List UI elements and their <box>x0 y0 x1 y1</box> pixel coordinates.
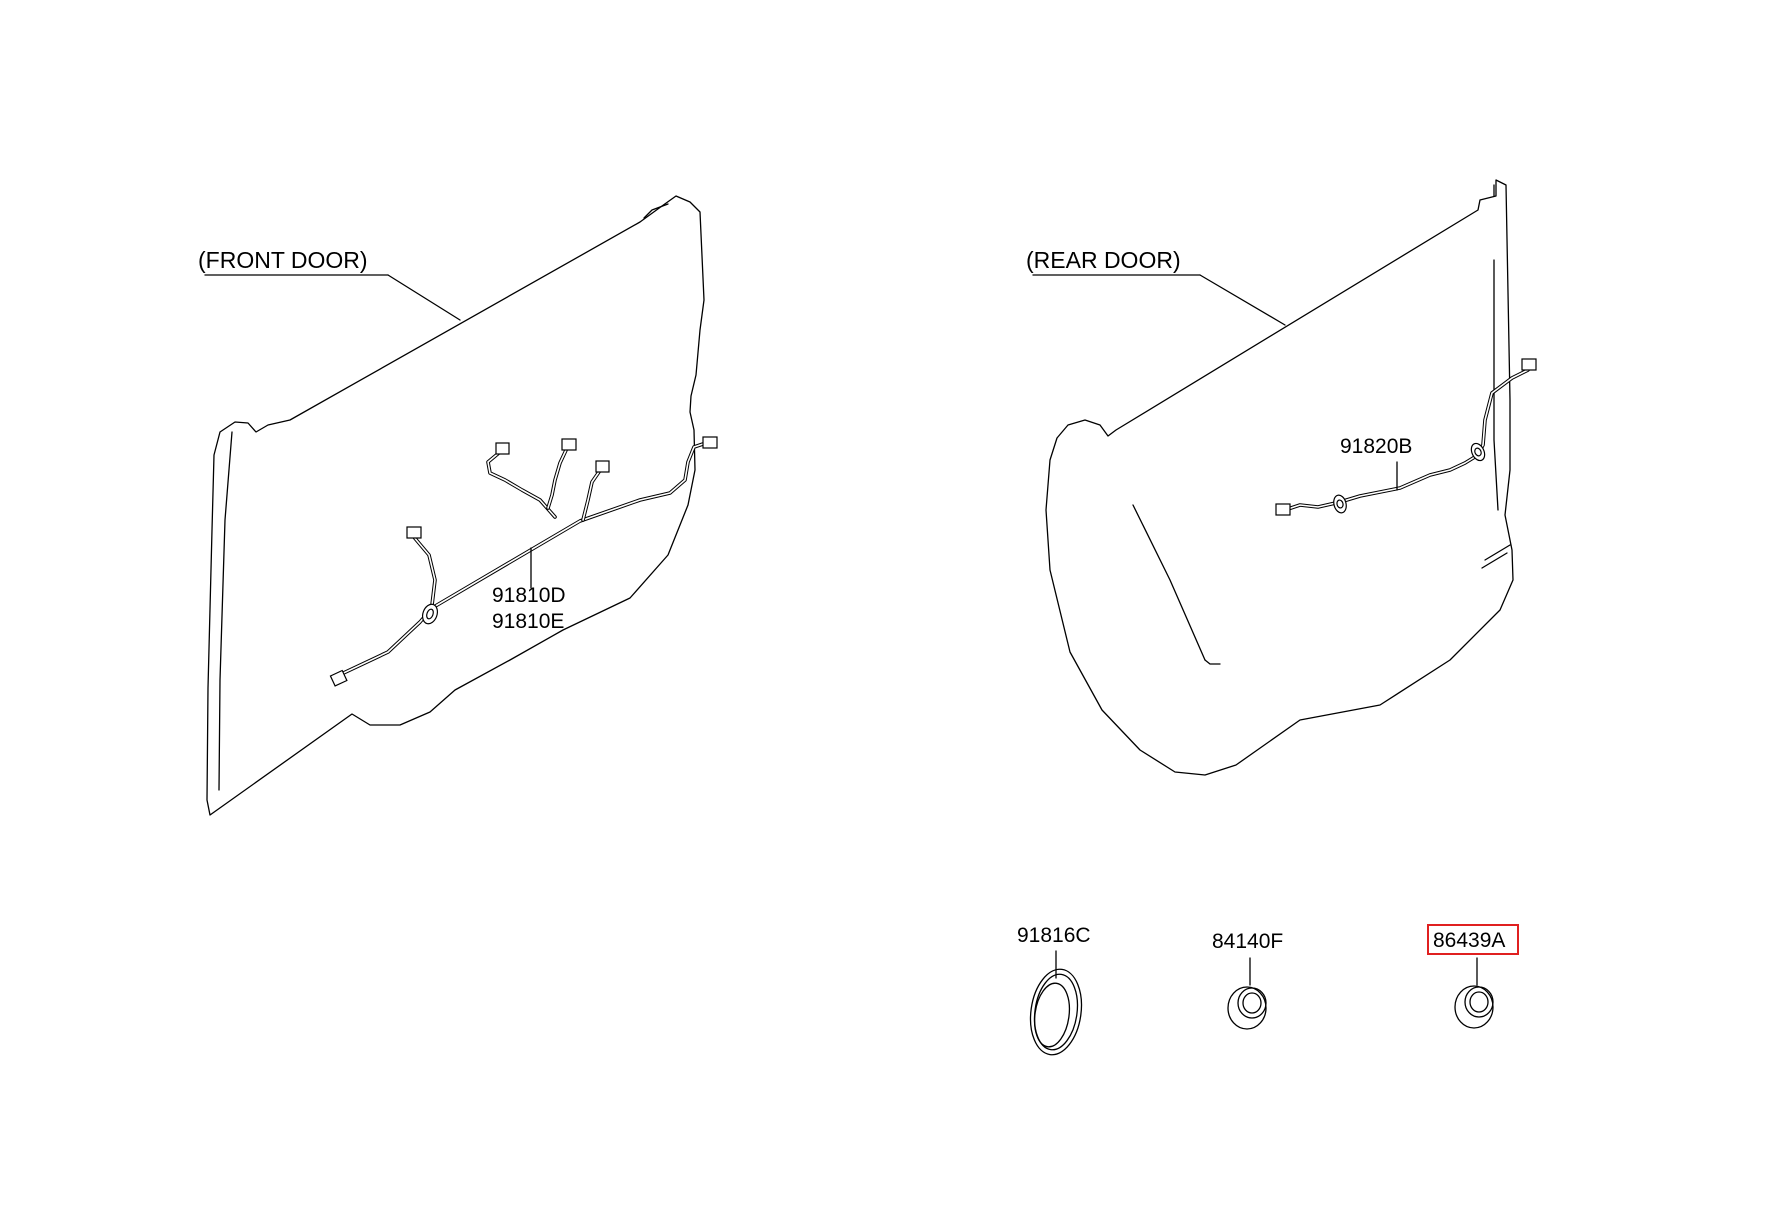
part-number-91810d: 91810D <box>492 584 566 607</box>
oval-grommet-part <box>1029 950 1083 1056</box>
part-number-91816c: 91816C <box>1017 924 1091 947</box>
part-number-86439a: 86439A <box>1433 929 1505 952</box>
front-door-panel <box>206 195 705 816</box>
part-number-91810e: 91810E <box>492 610 564 633</box>
round-plug-part-b <box>1454 957 1494 1029</box>
front-door-harness <box>329 436 718 687</box>
front-door-callout <box>204 274 461 321</box>
rear-door-harness <box>1275 358 1537 516</box>
part-number-84140f: 84140F <box>1212 930 1283 953</box>
highlight-box <box>1427 924 1519 955</box>
rear-door-label: (REAR DOOR) <box>1026 247 1181 273</box>
rear-door-callout <box>1032 274 1286 326</box>
part-number-91820b: 91820B <box>1340 435 1412 458</box>
front-door-label: (FRONT DOOR) <box>198 247 368 273</box>
round-plug-part-a <box>1227 957 1267 1030</box>
rear-door-panel <box>1045 179 1514 776</box>
